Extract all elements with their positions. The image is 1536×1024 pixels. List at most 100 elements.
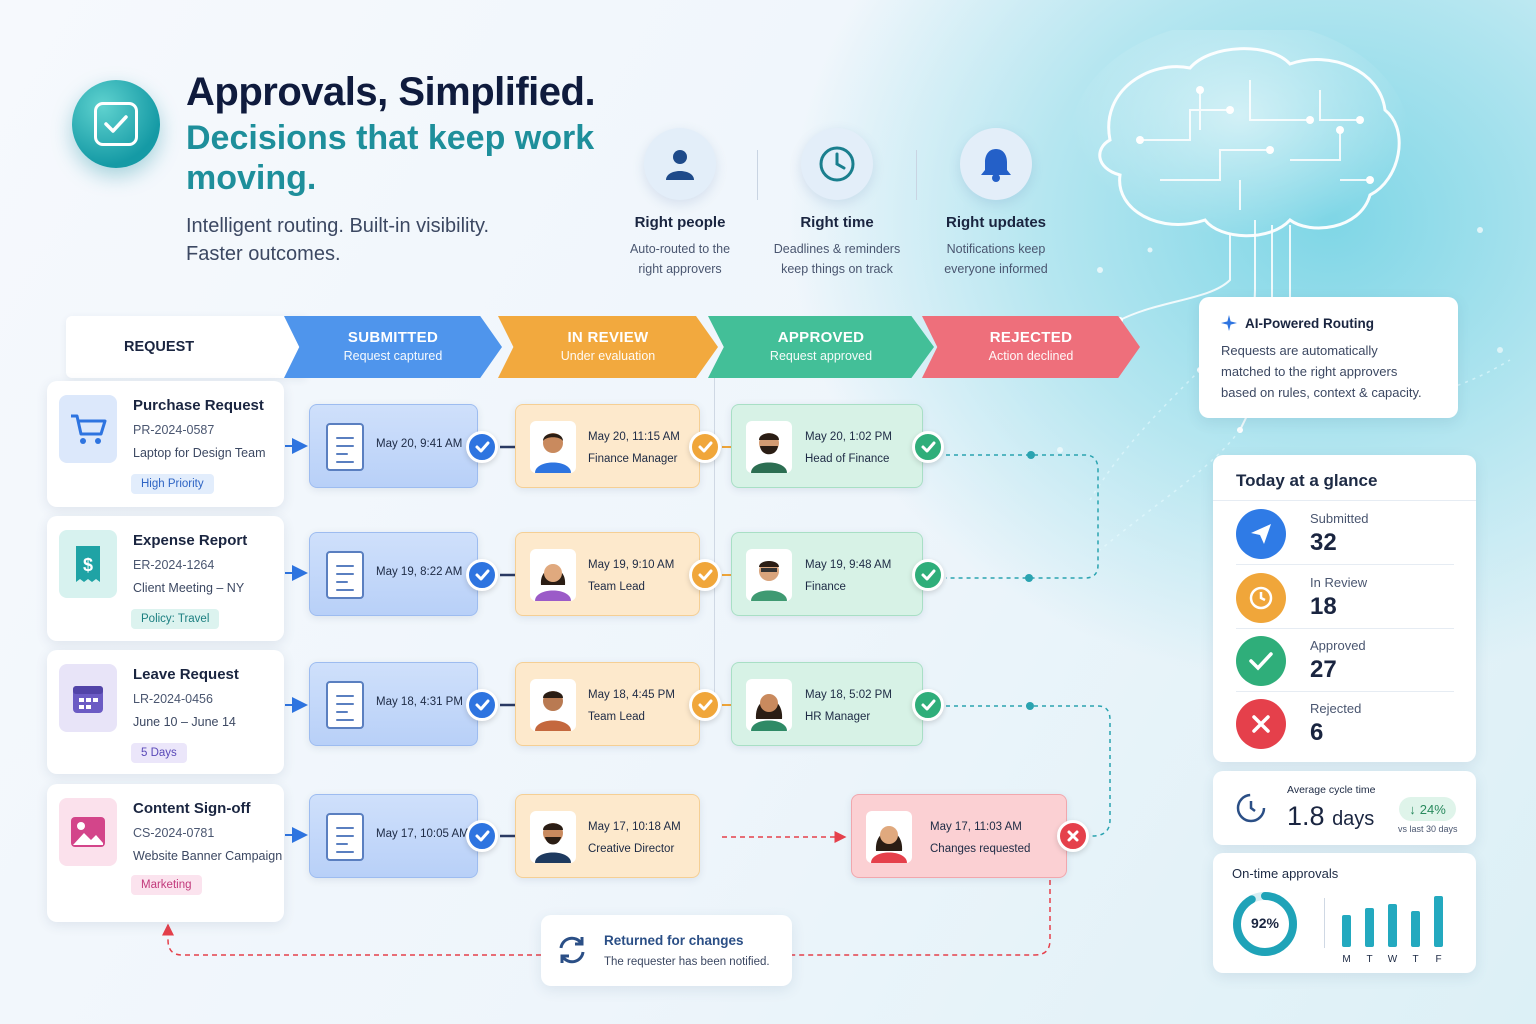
approver-role: Finance [805,581,846,593]
review-time: May 19, 9:10 AM [588,559,675,571]
review-step[interactable]: May 18, 4:45 PM Team Lead [515,662,700,746]
feature-title: Right people [634,214,726,231]
submitted-step[interactable]: May 20, 9:41 AM [309,404,478,488]
returned-desc: The requester has been notified. [604,956,770,968]
reviewer-avatar [530,549,576,601]
divider [757,150,758,200]
approved-time: May 18, 5:02 PM [805,689,892,701]
approved-step[interactable]: May 18, 5:02 PM HR Manager [731,662,923,746]
sparkle-icon [1221,315,1237,331]
ontime-title: On-time approvals [1232,866,1339,881]
check-icon [466,559,498,591]
review-time: May 18, 4:45 PM [588,689,675,701]
approver-avatar [746,679,792,731]
submitted-time: May 19, 8:22 AM [376,566,463,578]
request-card-leave[interactable]: Leave Request LR-2024-0456 June 10 – Jun… [47,650,284,774]
check-icon [689,431,721,463]
refresh-icon [559,936,585,964]
page-title: Approvals, Simplified. [186,70,596,114]
review-step[interactable]: May 19, 9:10 AM Team Lead [515,532,700,616]
rejected-step[interactable]: May 17, 11:03 AM Changes requested [851,794,1067,878]
tagline: Intelligent routing. Built-in visibility… [186,215,490,265]
feature-title: Right updates [946,214,1046,231]
request-card-expense[interactable]: $ Expense Report ER-2024-1264 Client Mee… [47,516,284,641]
rejector-avatar [866,811,912,863]
glance-title: Today at a glance [1213,455,1476,501]
approved-step[interactable]: May 20, 1:02 PM Head of Finance [731,404,923,488]
ontime-bar [1342,915,1351,947]
review-step[interactable]: May 17, 10:18 AM Creative Director [515,794,700,878]
request-tag: High Priority [131,474,214,494]
approver-role: Head of Finance [805,453,890,465]
document-icon [326,423,364,471]
cycle-unit: days [1332,808,1375,830]
request-title: Purchase Request [133,397,264,414]
request-title: Leave Request [133,666,239,683]
average-cycle-time-panel: Average cycle time 1.8 days ↓24% vs last… [1213,771,1476,845]
cart-icon [59,395,117,463]
submitted-time: May 17, 10:05 AM [376,828,469,840]
check-icon [912,559,944,591]
send-icon [1236,509,1286,559]
svg-text:$: $ [83,555,93,575]
divider [1324,898,1325,948]
approved-time: May 19, 9:48 AM [805,559,892,571]
ontime-bar [1388,904,1397,947]
submitted-step[interactable]: May 19, 8:22 AM [309,532,478,616]
arrow-down-icon: ↓ [1409,801,1416,817]
check-icon [689,689,721,721]
document-icon [326,551,364,599]
request-id: ER-2024-1264 [133,558,215,572]
stage-divider [714,378,715,698]
reviewer-avatar [530,679,576,731]
ontime-day-label: T [1366,954,1373,965]
request-tag: 5 Days [131,743,187,763]
ontime-donut [1233,892,1297,956]
approver-role: HR Manager [805,711,871,723]
approved-time: May 20, 1:02 PM [805,431,892,443]
submitted-step[interactable]: May 17, 10:05 AM [309,794,478,878]
check-icon [912,689,944,721]
check-icon [466,431,498,463]
request-card-content[interactable]: Content Sign-off CS-2024-0781 Website Ba… [47,784,284,922]
request-tag: Marketing [131,875,202,895]
check-icon [1236,636,1286,686]
check-icon [466,820,498,852]
approver-avatar [746,549,792,601]
image-icon [59,798,117,866]
approver-avatar [746,421,792,473]
cycle-value: 1.8 [1287,801,1325,831]
feature-title: Right time [800,214,874,231]
ai-routing-panel: AI-Powered Routing Requests are automati… [1199,297,1458,418]
check-icon [912,431,944,463]
submitted-step[interactable]: May 18, 4:31 PM [309,662,478,746]
reviewer-role: Team Lead [588,581,645,593]
request-title: Expense Report [133,532,248,549]
reviewer-avatar [530,421,576,473]
review-step[interactable]: May 20, 11:15 AM Finance Manager [515,404,700,488]
cycle-change-badge: ↓24% [1399,797,1456,821]
ontime-bar [1434,896,1443,947]
approved-step[interactable]: May 19, 9:48 AM Finance [731,532,923,616]
ontime-day-label: W [1387,954,1398,965]
cycle-note: vs last 30 days [1398,824,1458,834]
clock-icon [801,128,873,200]
check-icon [466,689,498,721]
request-card-purchase[interactable]: Purchase Request PR-2024-0587 Laptop for… [47,381,284,507]
ontime-percent: 92% [1250,915,1280,931]
request-desc: Client Meeting – NY [133,581,245,595]
ontime-day-label: M [1342,954,1351,965]
close-icon [1236,699,1286,749]
calendar-icon [59,664,117,732]
